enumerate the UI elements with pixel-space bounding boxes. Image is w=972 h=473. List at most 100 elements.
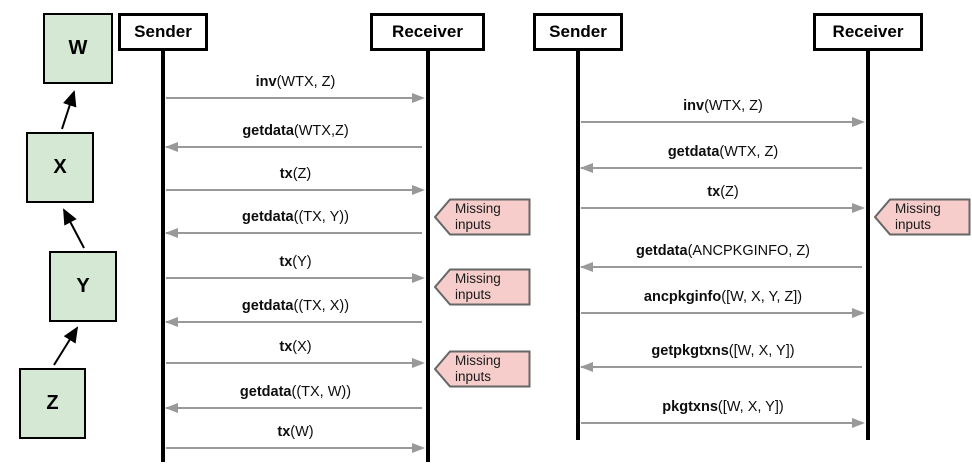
d2-message-arrow-left — [580, 362, 864, 372]
d1-message-arrow-right — [166, 273, 425, 283]
d1-receiver-header: Receiver — [370, 13, 485, 51]
arrow-line — [166, 97, 422, 99]
arrowhead-icon — [580, 362, 593, 372]
arrow-line — [166, 189, 422, 191]
arrowhead-icon — [852, 203, 865, 213]
message-name: tx — [277, 424, 291, 440]
message-args: ([W, X, Y, Z]) — [721, 289, 803, 305]
arrowhead-icon — [412, 358, 425, 368]
arrowhead-icon — [580, 163, 593, 173]
message-name: getdata — [667, 144, 720, 160]
d1-missing-inputs-flag: Missing inputs — [434, 350, 531, 388]
message-args: (Z) — [720, 184, 739, 200]
message-name: ancpkginfo — [643, 289, 722, 305]
d2-message-arrow-right — [581, 308, 865, 318]
arrowhead-icon — [412, 185, 425, 195]
arrow-line — [166, 407, 422, 409]
message-args: ([W, X, Y]) — [717, 399, 784, 415]
arrowhead-icon — [165, 317, 178, 327]
d2-message-label: ancpkginfo([W, X, Y, Z]) — [578, 289, 868, 305]
message-name: inv — [683, 98, 705, 114]
chain-arrow-x-to-w — [61, 90, 77, 130]
arrowhead-icon — [412, 273, 425, 283]
arrowhead-icon — [165, 228, 178, 238]
arrowhead-icon — [165, 142, 178, 152]
message-name: tx — [279, 254, 293, 270]
arrow-line — [166, 146, 422, 148]
message-args: (WTX,Z) — [293, 123, 349, 139]
message-name: getdata — [239, 384, 292, 400]
d2-message-arrow-right — [581, 418, 865, 428]
d1-message-arrow-left — [165, 228, 424, 238]
flag-shape — [434, 350, 531, 388]
arrow-line — [581, 207, 862, 209]
d2-message-arrow-left — [580, 163, 864, 173]
arrowhead-icon — [165, 403, 178, 413]
d1-missing-inputs-flag: Missing inputs — [434, 198, 531, 236]
tx-node-y: Y — [49, 251, 117, 322]
message-name: getpkgtxns — [651, 343, 729, 359]
d2-message-arrow-left — [580, 262, 864, 272]
d1-message-label: tx(X) — [163, 339, 428, 355]
arrow-line — [166, 321, 422, 323]
d1-message-label: inv(WTX, Z) — [163, 74, 428, 90]
flag-text: Missing inputs — [455, 353, 501, 384]
arrowhead-icon — [852, 418, 865, 428]
chain-arrow-z-to-y — [53, 326, 79, 366]
chain-arrow-y-to-x — [63, 208, 85, 249]
d1-sender-header: Sender — [118, 13, 208, 51]
message-args: ((TX, X)) — [293, 298, 350, 314]
d1-message-label: getdata((TX, X)) — [163, 298, 428, 314]
arrow-line — [166, 362, 422, 364]
d1-message-label: tx(Z) — [163, 166, 428, 182]
d2-missing-inputs-flag: Missing inputs — [874, 198, 971, 236]
message-name: getdata — [635, 243, 688, 259]
d2-sender-lifeline — [576, 51, 580, 440]
message-args: (WTX, Z) — [719, 144, 779, 160]
d1-message-label: getdata((TX, W)) — [163, 384, 428, 400]
d1-message-label: getdata((TX, Y)) — [163, 209, 428, 225]
message-name: getdata — [242, 209, 294, 225]
message-args: (Z) — [292, 166, 312, 182]
arrow-line — [581, 121, 862, 123]
message-args: (WTX, Z) — [704, 98, 763, 114]
message-name: getdata — [241, 298, 294, 314]
d2-message-arrow-right — [581, 117, 865, 127]
d2-message-label: tx(Z) — [578, 184, 868, 200]
arrowhead-icon — [580, 262, 593, 272]
arrow-line — [581, 312, 862, 314]
tx-node-z: Z — [19, 368, 86, 439]
arrowhead-icon — [412, 443, 425, 453]
d1-message-arrow-right — [166, 358, 425, 368]
arrowhead-icon — [852, 308, 865, 318]
d2-message-label: getpkgtxns([W, X, Y]) — [578, 343, 868, 359]
d2-message-label: inv(WTX, Z) — [578, 98, 868, 114]
flag-shape — [434, 198, 531, 236]
d1-message-arrow-left — [165, 142, 424, 152]
d1-message-arrow-left — [165, 403, 424, 413]
arrow-line — [166, 277, 422, 279]
message-name: tx — [707, 184, 721, 200]
message-name: inv — [255, 74, 277, 90]
d2-message-label: getdata(WTX, Z) — [578, 144, 868, 160]
arrow-line — [166, 447, 422, 449]
d1-message-label: getdata(WTX,Z) — [163, 123, 428, 139]
d1-receiver-lifeline — [426, 51, 430, 462]
message-args: ((TX, Y)) — [293, 209, 349, 225]
d1-message-label: tx(W) — [163, 424, 428, 440]
message-args: ((TX, W)) — [291, 384, 352, 400]
d2-receiver-lifeline — [866, 51, 870, 440]
message-name: pkgtxns — [662, 399, 718, 415]
tx-node-x: X — [26, 132, 94, 203]
d1-message-label: tx(Y) — [163, 254, 428, 270]
d2-sender-header: Sender — [533, 13, 623, 51]
flag-text: Missing inputs — [455, 271, 501, 302]
arrowhead-icon — [852, 117, 865, 127]
arrow-line — [581, 167, 862, 169]
message-args: (X) — [292, 339, 312, 355]
arrow-line — [166, 232, 422, 234]
d1-message-arrow-left — [165, 317, 424, 327]
arrow-line — [581, 422, 862, 424]
d2-message-label: pkgtxns([W, X, Y]) — [578, 399, 868, 415]
